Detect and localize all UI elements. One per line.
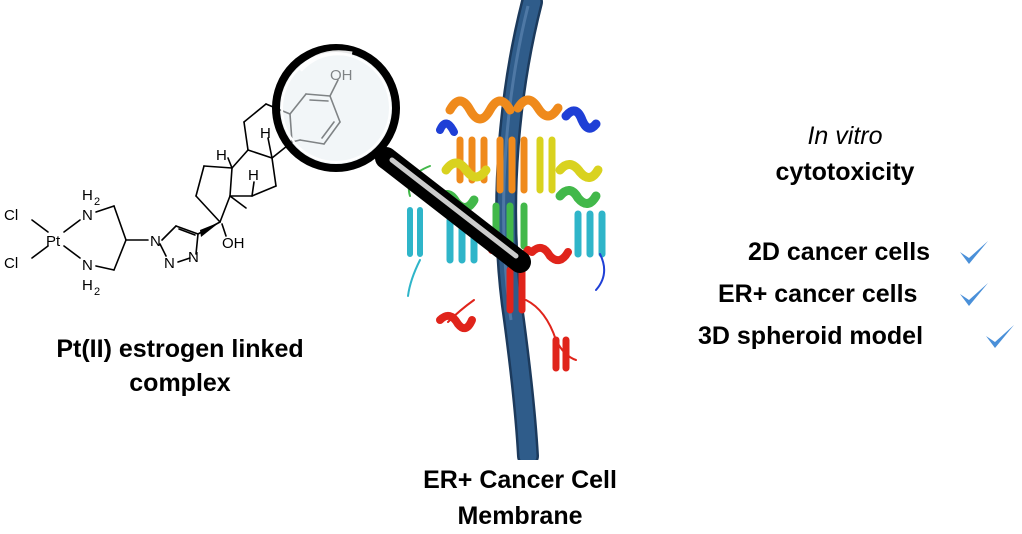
platinum-label: Pt (46, 233, 61, 250)
cytotoxicity-title-line2: cytotoxicity (775, 158, 915, 186)
chlorine-bottom-label: Cl (4, 255, 18, 272)
amine-bottom-sub-label: 2 (94, 286, 100, 298)
stereo-h-c-label: H (260, 125, 271, 142)
amine-top-h-label: H (82, 187, 93, 204)
cytotoxicity-title: In vitro cytotoxicity (730, 118, 960, 190)
amine-bottom-n-label: N (82, 257, 93, 274)
membrane-caption: ER+ Cancer Cell Membrane (380, 462, 660, 534)
amine-top-n-label: N (82, 207, 93, 224)
chlorine-top-label: Cl (4, 207, 18, 224)
checkmark-icon-er (960, 283, 988, 306)
result-2d-cells: 2D cancer cells (748, 238, 931, 266)
membrane-illustration (272, 0, 606, 460)
result-er-cells: ER+ cancer cells (718, 280, 918, 308)
complex-caption-line1: Pt(II) estrogen linked (56, 335, 304, 363)
checkmark-icon-3d (986, 325, 1014, 348)
triazole-n1-label: N (150, 233, 161, 250)
membrane-caption-line1: ER+ Cancer Cell (423, 466, 617, 494)
amine-bottom-h-label: H (82, 277, 93, 294)
hydroxyl-bottom-label: OH (222, 235, 245, 252)
complex-caption: Pt(II) estrogen linked complex (20, 332, 340, 400)
magnifier-icon (272, 44, 531, 273)
checkmark-icon-2d (960, 241, 988, 264)
result-3d-spheroid: 3D spheroid model (698, 322, 924, 350)
triazole-n3-label: N (188, 249, 199, 266)
stereo-h-a-label: H (216, 147, 227, 164)
cytotoxicity-title-italic: In vitro (807, 122, 883, 150)
membrane-caption-line2: Membrane (457, 502, 583, 530)
complex-caption-line2: complex (129, 369, 231, 397)
amine-top-sub-label: 2 (94, 196, 100, 208)
stereo-h-b-label: H (248, 167, 259, 184)
triazole-n2-label: N (164, 255, 175, 272)
